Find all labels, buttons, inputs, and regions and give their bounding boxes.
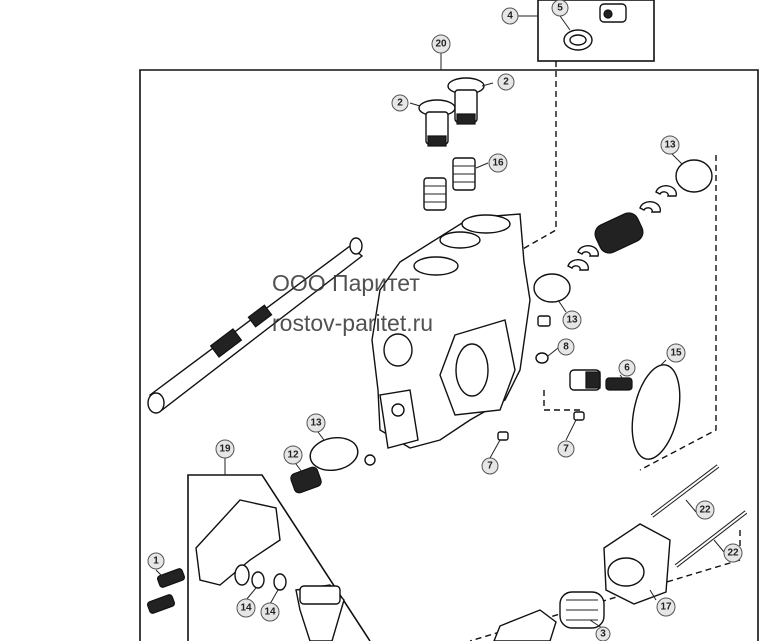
callout-7-left-label: 7: [487, 461, 493, 472]
callout-14-right-label: 14: [264, 607, 276, 618]
inset-frame-top: [537, 0, 655, 62]
callout-2-right: 2: [497, 73, 515, 91]
callout-22-lower-label: 22: [727, 548, 739, 559]
control-spool-part: [147, 237, 364, 414]
relief-spring-left: [423, 177, 447, 211]
callout-17-label: 17: [660, 602, 672, 613]
callout-7-right: 7: [557, 440, 575, 458]
assembly-frame: [139, 69, 759, 641]
callout-2-right-label: 2: [503, 77, 509, 88]
callout-2-left: 2: [391, 94, 409, 112]
relief-plug-left: [418, 99, 456, 147]
callout-4-label: 4: [507, 11, 513, 22]
callout-19-label: 19: [219, 444, 231, 455]
callout-5-label: 5: [557, 3, 563, 14]
tie-bolt-upper: [650, 464, 720, 518]
callout-3: 3: [595, 626, 611, 641]
callout-20-label: 20: [435, 39, 447, 50]
callout-7-left: 7: [481, 457, 499, 475]
end-cap-part: [603, 523, 671, 605]
centering-spring-part: [594, 212, 644, 254]
callout-13-mid-label: 13: [566, 315, 578, 326]
relief-cartridge-part: [599, 3, 627, 23]
callout-13-upper: 13: [660, 135, 680, 155]
small-ball-part: [364, 454, 376, 466]
callout-22-lower: 22: [723, 543, 743, 563]
o-ring-lower: [309, 437, 359, 471]
callout-20: 20: [431, 34, 451, 54]
watermark-company: ООО Паритет: [272, 270, 420, 296]
callout-14-right: 14: [260, 602, 280, 622]
callout-1: 1: [147, 552, 165, 570]
callout-14-left: 14: [236, 598, 256, 618]
seal-ring-part: [563, 29, 593, 51]
callout-1-label: 1: [153, 556, 159, 567]
leader-lines: [155, 15, 725, 629]
relief-plug-right: [447, 77, 485, 125]
callout-4: 4: [501, 7, 519, 25]
handle-bracket-part: [195, 499, 345, 641]
tie-bolt-lower: [674, 510, 748, 568]
callout-5: 5: [551, 0, 569, 17]
callout-2-left-label: 2: [397, 98, 403, 109]
callout-13-lower-label: 13: [310, 418, 322, 429]
callout-12: 12: [283, 445, 303, 465]
o-ring-large: [631, 364, 681, 460]
dashed-boundary-lower: [469, 530, 741, 641]
callout-16: 16: [488, 153, 508, 173]
callout-17: 17: [656, 597, 676, 617]
callout-8: 8: [557, 338, 575, 356]
spring-3-part: [559, 591, 605, 629]
washer-14-right: [273, 573, 287, 591]
pin-ring-part: [234, 564, 250, 586]
relief-spring-right: [452, 157, 476, 191]
callout-15: 15: [666, 343, 686, 363]
watermark-site: rostov-paritet.ru: [272, 310, 434, 336]
retainer-clips: [567, 185, 678, 271]
callout-22-upper: 22: [695, 500, 715, 520]
callout-8-label: 8: [563, 342, 569, 353]
callout-16-label: 16: [492, 158, 504, 169]
washer-14-left: [251, 571, 265, 589]
callout-19: 19: [215, 439, 235, 459]
bolt-1-part: [146, 568, 186, 614]
callout-14-left-label: 14: [240, 603, 252, 614]
callout-3-label: 3: [600, 629, 606, 640]
pin-7-left: [497, 431, 509, 441]
valve-body-part: [371, 213, 531, 449]
lower-housing-part: [493, 609, 557, 641]
o-ring-mid-right: [533, 273, 571, 303]
callout-13-upper-label: 13: [664, 140, 676, 151]
o-ring-upper-right: [675, 159, 713, 193]
callout-13-mid: 13: [562, 310, 582, 330]
callout-15-label: 15: [670, 348, 682, 359]
washer-8: [535, 352, 549, 364]
pin-7-right: [573, 411, 585, 421]
check-spring-part: [605, 377, 633, 391]
callout-22-upper-label: 22: [699, 505, 711, 516]
dashed-boundary-mid: [543, 390, 580, 411]
spring-12-part: [290, 466, 322, 494]
callout-12-label: 12: [287, 450, 299, 461]
callout-6-label: 6: [624, 363, 630, 374]
callout-6: 6: [618, 359, 636, 377]
dashed-boundary-right: [639, 155, 717, 471]
callout-13-lower: 13: [306, 413, 326, 433]
small-plug-part: [537, 315, 551, 327]
check-poppet-part: [569, 369, 601, 391]
callout-7-right-label: 7: [563, 444, 569, 455]
